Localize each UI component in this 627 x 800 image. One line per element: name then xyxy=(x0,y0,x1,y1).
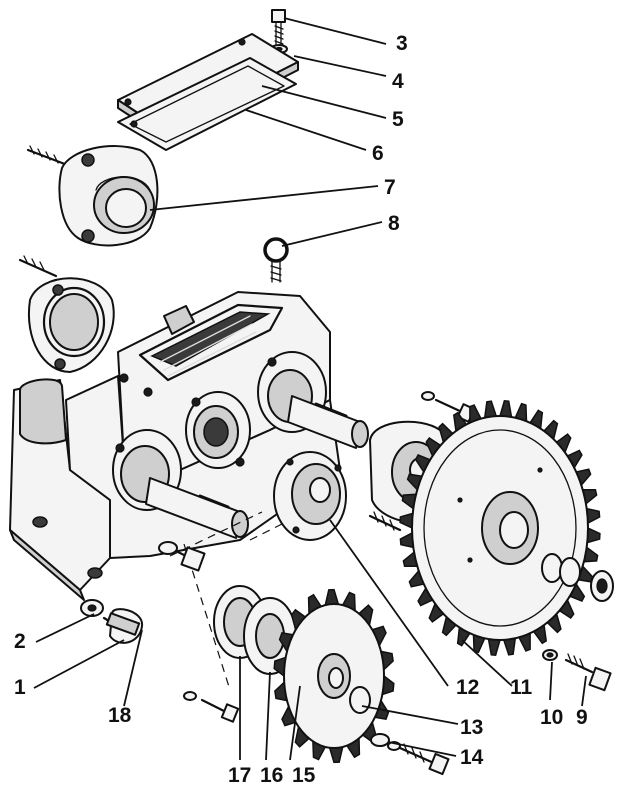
callout-6: 6 xyxy=(372,142,384,165)
leader-lines xyxy=(33,17,587,761)
callout-1: 1 xyxy=(14,676,26,699)
callout-12: 12 xyxy=(456,676,479,699)
callout-5: 5 xyxy=(392,108,404,131)
small-sprocket-bolt xyxy=(398,743,450,776)
bearing-cap xyxy=(273,451,347,541)
large-sprocket xyxy=(399,399,601,657)
upper-output-shaft xyxy=(287,395,369,449)
callout-7: 7 xyxy=(384,176,396,199)
upper-bearing-housing xyxy=(26,145,159,247)
assembly-guide-line xyxy=(249,509,311,541)
filler-washer xyxy=(80,599,104,617)
cover-bolt xyxy=(271,9,286,45)
top-right-bolt xyxy=(421,391,476,423)
side-cover-flange xyxy=(18,255,115,373)
callout-9: 9 xyxy=(576,706,588,729)
callout-15: 15 xyxy=(292,764,316,787)
callout-17: 17 xyxy=(228,764,251,787)
small-sprocket xyxy=(273,588,395,764)
drain-plug xyxy=(158,541,206,572)
callout-13: 13 xyxy=(460,716,483,739)
callout-18: 18 xyxy=(108,704,132,727)
sprocket-bolt xyxy=(542,649,612,692)
retaining-bolt xyxy=(183,691,240,723)
cover-gasket xyxy=(117,57,297,151)
callout-2: 2 xyxy=(14,630,26,653)
sprocket-washers xyxy=(541,553,614,602)
lifting-eye-bolt xyxy=(263,237,289,283)
callout-8: 8 xyxy=(388,212,400,235)
callout-4: 4 xyxy=(392,70,404,93)
hub-bolt xyxy=(368,511,402,532)
callout-11: 11 xyxy=(510,676,533,699)
callout-3: 3 xyxy=(396,32,408,55)
gearbox-housing xyxy=(9,291,341,601)
filler-plug xyxy=(102,608,143,644)
callout-10: 10 xyxy=(540,706,563,729)
callout-14: 14 xyxy=(460,746,484,769)
callout-16: 16 xyxy=(260,764,283,787)
lower-output-shaft xyxy=(145,477,249,539)
assembly-guide-line xyxy=(183,543,231,691)
